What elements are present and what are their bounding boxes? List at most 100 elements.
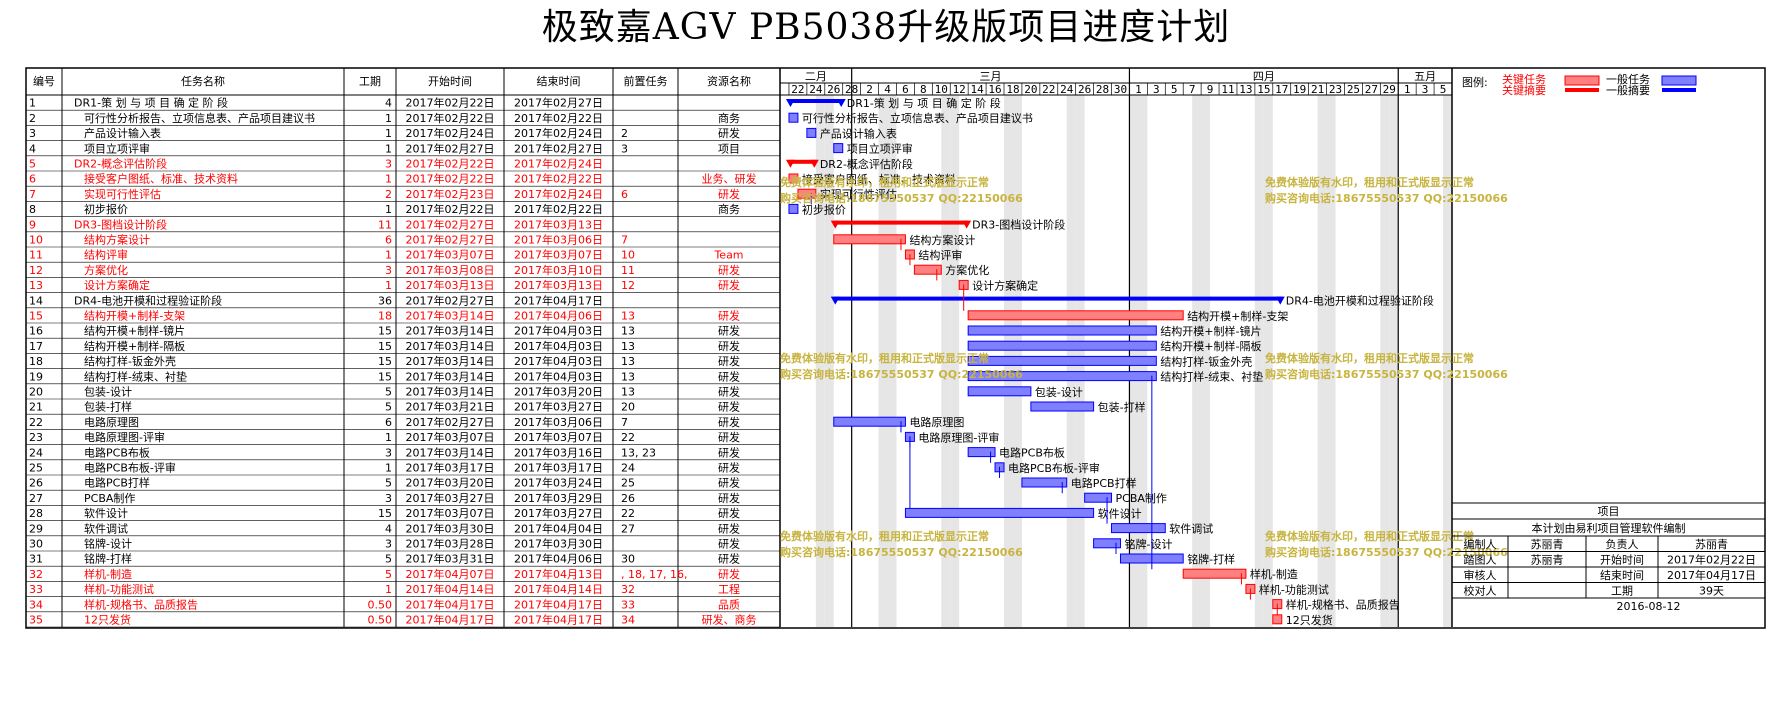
day-tick-label: 2: [866, 83, 873, 96]
task-start: 2017年03月14日: [406, 354, 495, 368]
task-id: 3: [29, 127, 36, 140]
task-bar-label: 软件设计: [1098, 506, 1142, 520]
day-tick-label: 5: [1440, 83, 1447, 96]
info-cell: 编制人: [1464, 537, 1497, 551]
weekend-stripe: [1443, 95, 1452, 627]
task-bar-label: 软件调试: [1169, 522, 1213, 536]
task-start: 2017年03月31日: [406, 552, 495, 566]
task-predecessor: 13: [621, 386, 635, 399]
task-bar-label: 结构开模+制样-隔板: [1160, 339, 1261, 353]
summary-bar-cap: [962, 220, 972, 229]
task-duration: 3: [385, 492, 392, 505]
task-resource: 研发: [718, 521, 740, 535]
task-predecessor: 3: [621, 142, 628, 155]
day-tick-label: 19: [1293, 83, 1306, 96]
task-bar-label: 项目立项评审: [847, 142, 913, 156]
weekend-stripe: [1263, 95, 1273, 627]
task-duration: 1: [385, 112, 392, 125]
task-resource: 研发: [718, 552, 740, 566]
task-id: 18: [29, 355, 43, 368]
task-end: 2017年03月06日: [514, 233, 603, 247]
task-bar-label: 结构开模+制样-镜片: [1160, 324, 1261, 338]
task-id: 11: [29, 249, 43, 262]
task-id: 32: [29, 568, 43, 581]
task-predecessor: 13: [621, 370, 635, 383]
task-bar-label: 包装-设计: [1035, 386, 1083, 399]
task-predecessor: 20: [621, 401, 635, 414]
task-start: 2017年03月14日: [406, 369, 495, 383]
task-resource: 研发、商务: [702, 613, 757, 627]
task-resource: 业务、研发: [702, 172, 757, 186]
task-end: 2017年03月29日: [514, 491, 603, 505]
legend-critical-summary-swatch: [1565, 88, 1599, 92]
info-cell: 苏丽青: [1531, 538, 1564, 551]
weekend-stripe: [1192, 95, 1202, 627]
task-id: 7: [29, 188, 36, 201]
info-cell: 2017年04月17日: [1667, 568, 1756, 582]
task-end: 2017年02月24日: [514, 187, 603, 201]
legend-critical-task: 关键任务: [1502, 72, 1546, 86]
task-bar: [967, 325, 1157, 336]
task-name: 设计方案确定: [84, 278, 150, 292]
task-bar: [1093, 538, 1121, 549]
column-header: 资源名称: [707, 74, 751, 88]
column-header: 结束时间: [537, 75, 581, 88]
info-cell: 苏丽青: [1531, 554, 1564, 567]
task-duration: 0.50: [368, 598, 393, 611]
task-id: 25: [29, 462, 43, 475]
task-name: 接受客户图纸、标准、技术资料: [84, 172, 238, 186]
task-bar-label: 样机-规格书、品质报告: [1286, 598, 1400, 612]
task-id: 29: [29, 522, 43, 535]
task-duration: 15: [378, 325, 392, 338]
task-id: 4: [29, 142, 36, 155]
task-start: 2017年03月14日: [406, 309, 495, 323]
task-name: 实现可行性评估: [84, 187, 161, 201]
task-name: DR4-电池开模和过程验证阶段: [74, 293, 222, 307]
weekend-stripe: [1326, 95, 1336, 627]
task-predecessor: 25: [621, 477, 635, 490]
task-bar-label: PCBA制作: [1116, 492, 1167, 505]
watermark-line2: 购买咨询电话:18675550537 QQ:22150066: [1265, 545, 1508, 559]
task-id: 15: [29, 310, 43, 323]
task-predecessor: 6: [621, 188, 628, 201]
month-label: 五月: [1414, 70, 1436, 83]
info-cell: 踏图人: [1464, 553, 1497, 567]
task-bar: [967, 340, 1157, 351]
task-name: DR3-图档设计阶段: [74, 217, 167, 231]
task-bar-label: DR3-图档设计阶段: [972, 218, 1065, 232]
task-bar: [788, 112, 799, 123]
task-id: 17: [29, 340, 43, 353]
task-start: 2017年03月13日: [406, 278, 495, 292]
weekend-stripe: [815, 95, 825, 627]
task-predecessor: 10: [621, 249, 635, 262]
info-cell: 39天: [1699, 585, 1724, 598]
task-resource: 研发: [718, 187, 740, 201]
task-id: 20: [29, 386, 43, 399]
task-start: 2017年02月22日: [406, 111, 495, 125]
task-start: 2017年02月22日: [406, 202, 495, 216]
task-end: 2017年04月03日: [514, 324, 603, 338]
weekend-stripe: [941, 95, 951, 627]
task-resource: 研发: [718, 476, 740, 490]
summary-bar-cap: [785, 99, 795, 107]
task-resource: 研发: [718, 324, 740, 338]
task-duration: 3: [385, 446, 392, 459]
month-label: 三月: [980, 70, 1002, 83]
task-bar-label: 设计方案确定: [972, 278, 1038, 292]
task-bar-label: 铭牌-打样: [1187, 552, 1235, 566]
task-end: 2017年03月07日: [514, 430, 603, 444]
task-bar: [1021, 477, 1068, 488]
task-end: 2017年04月03日: [514, 354, 603, 368]
task-predecessor: 26: [621, 492, 635, 505]
task-end: 2017年03月07日: [514, 248, 603, 262]
task-resource: 研发: [718, 567, 740, 581]
task-bar: [967, 371, 1157, 382]
watermark-line1: 免费体验版有水印，租用和正式版显示正常: [780, 529, 989, 543]
watermark-line1: 免费体验版有水印，租用和正式版显示正常: [1265, 529, 1474, 543]
task-predecessor: 27: [621, 522, 635, 535]
task-id: 34: [29, 598, 43, 611]
task-bar-label: 可行性分析报告、立项信息表、产品项目建议书: [802, 111, 1033, 125]
task-duration: 1: [385, 583, 392, 596]
task-end: 2017年03月13日: [514, 217, 603, 231]
